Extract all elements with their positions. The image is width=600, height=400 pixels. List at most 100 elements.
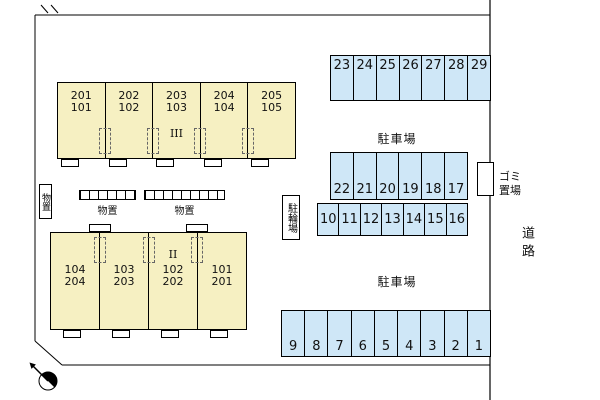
entrance-tab: [63, 330, 81, 338]
storage-right-label: 物置: [174, 206, 195, 217]
staircase: [93, 237, 106, 263]
building-marker: III: [169, 127, 183, 140]
storage-left-label: 物置: [40, 192, 50, 211]
unit-number-lower: 203: [113, 275, 135, 288]
unit-number-lower: 202: [162, 275, 184, 288]
building-unit: 101 201: [197, 233, 246, 338]
staircase: [146, 128, 159, 154]
entrance-tab: [186, 224, 209, 232]
staircase: [194, 128, 207, 154]
parking-space: 29: [467, 55, 492, 101]
parking-label-bottom: 駐車場: [377, 275, 417, 289]
parking-space: 12: [359, 203, 383, 236]
unit-number-upper: 203: [165, 89, 187, 102]
unit-numbers: 204 104: [201, 83, 248, 114]
parking-row-10-16: 10 11 12 13 14 15 16: [317, 203, 468, 236]
parking-row-9-1: 9 8 7 6 5 4 3 2 1: [281, 310, 491, 357]
parking-space: 10: [317, 203, 340, 236]
building-bottom: 104 204 103 203 102 202 II 101 201: [50, 224, 247, 338]
entrance-tab: [112, 330, 130, 338]
parking-space: 8: [304, 310, 329, 357]
parking-space: 5: [373, 310, 399, 357]
parking-space: 11: [338, 203, 361, 236]
unit-number-lower: 104: [213, 101, 235, 114]
parking-space: 23: [330, 55, 354, 101]
parking-space: 24: [352, 55, 377, 101]
staircase: [241, 128, 254, 154]
staircase: [191, 237, 204, 263]
building-unit: 203 103 III: [152, 83, 200, 167]
parking-row-22-17: 22 21 20 19 18 17: [330, 152, 468, 200]
unit-numbers: 203 103: [153, 83, 200, 114]
unit-numbers: 202 102: [106, 83, 153, 114]
building-unit: 104 204: [51, 233, 99, 338]
entrance-tab: [203, 159, 222, 167]
parking-space: 4: [397, 310, 422, 357]
storage-mid-label: 物置: [97, 206, 118, 217]
building-unit: 205 105: [247, 83, 295, 167]
parking-space: 19: [398, 152, 423, 200]
entrance-tab: [161, 330, 179, 338]
tick-mark: [50, 4, 59, 14]
unit-number-lower: 105: [261, 101, 283, 114]
staircase: [99, 128, 112, 154]
entrance-tab: [88, 224, 111, 232]
staircase: [142, 237, 155, 263]
unit-numbers: 103 203: [100, 233, 148, 288]
unit-number-lower: 103: [165, 101, 187, 114]
road-label: 道路: [519, 226, 534, 262]
parking-space: 9: [281, 310, 306, 357]
parking-space: 7: [327, 310, 352, 357]
parking-space: 2: [443, 310, 468, 357]
unit-number-upper: 102: [162, 263, 184, 276]
tick-mark: [40, 4, 49, 14]
parking-space: 16: [445, 203, 468, 236]
unit-number-upper: 205: [261, 89, 283, 102]
unit-numbers: 102 202: [149, 233, 197, 288]
parking-space: 15: [424, 203, 447, 236]
entrance-tab: [251, 159, 270, 167]
storage-shed-mid: [79, 190, 136, 200]
unit-number-lower: 101: [70, 101, 92, 114]
unit-numbers: 101 201: [198, 233, 246, 288]
entrance-tab: [108, 159, 127, 167]
unit-number-upper: 104: [64, 263, 86, 276]
entrance-tab: [61, 159, 79, 167]
building-top: 201 101 202 102 203 103 III 204 104: [57, 82, 296, 167]
parking-space: 28: [444, 55, 469, 101]
garbage-station-box: [477, 162, 494, 196]
unit-number-upper: 201: [70, 89, 92, 102]
parking-space: 21: [352, 152, 377, 200]
entrance-tab: [210, 330, 228, 338]
parking-space: 22: [330, 152, 354, 200]
building-unit: 103 203: [99, 233, 148, 338]
unit-number-lower: 204: [64, 275, 86, 288]
north-arrow-icon: [29, 362, 58, 391]
storage-shed-right: [144, 190, 225, 200]
parking-space: 6: [350, 310, 375, 357]
unit-numbers: 201 101: [58, 83, 105, 114]
unit-number-lower: 201: [211, 275, 233, 288]
unit-number-lower: 102: [118, 101, 140, 114]
building-marker: II: [168, 248, 178, 261]
parking-space: 13: [381, 203, 404, 236]
bicycle-parking-label: 駐輪場: [285, 202, 297, 233]
parking-space: 20: [375, 152, 400, 200]
parking-space: 3: [420, 310, 445, 357]
building-unit: 204 104: [199, 83, 248, 167]
unit-number-upper: 204: [213, 89, 235, 102]
building-unit: 102 202 II: [148, 233, 197, 338]
unit-number-upper: 202: [118, 89, 140, 102]
entrance-tab: [156, 159, 175, 167]
storage-shed-left: 物置: [39, 184, 52, 219]
parking-space: 27: [421, 55, 446, 101]
parking-row-23-29: 23 24 25 26 27 28 29: [330, 55, 492, 101]
parking-space: 18: [421, 152, 446, 200]
parking-space: 25: [375, 55, 400, 101]
garbage-station-label: ゴミ 置場: [499, 170, 521, 197]
building-unit: 201 101: [58, 83, 105, 167]
parking-label-top: 駐車場: [377, 132, 417, 146]
unit-numbers: 205 105: [248, 83, 295, 114]
unit-number-upper: 101: [211, 263, 233, 276]
